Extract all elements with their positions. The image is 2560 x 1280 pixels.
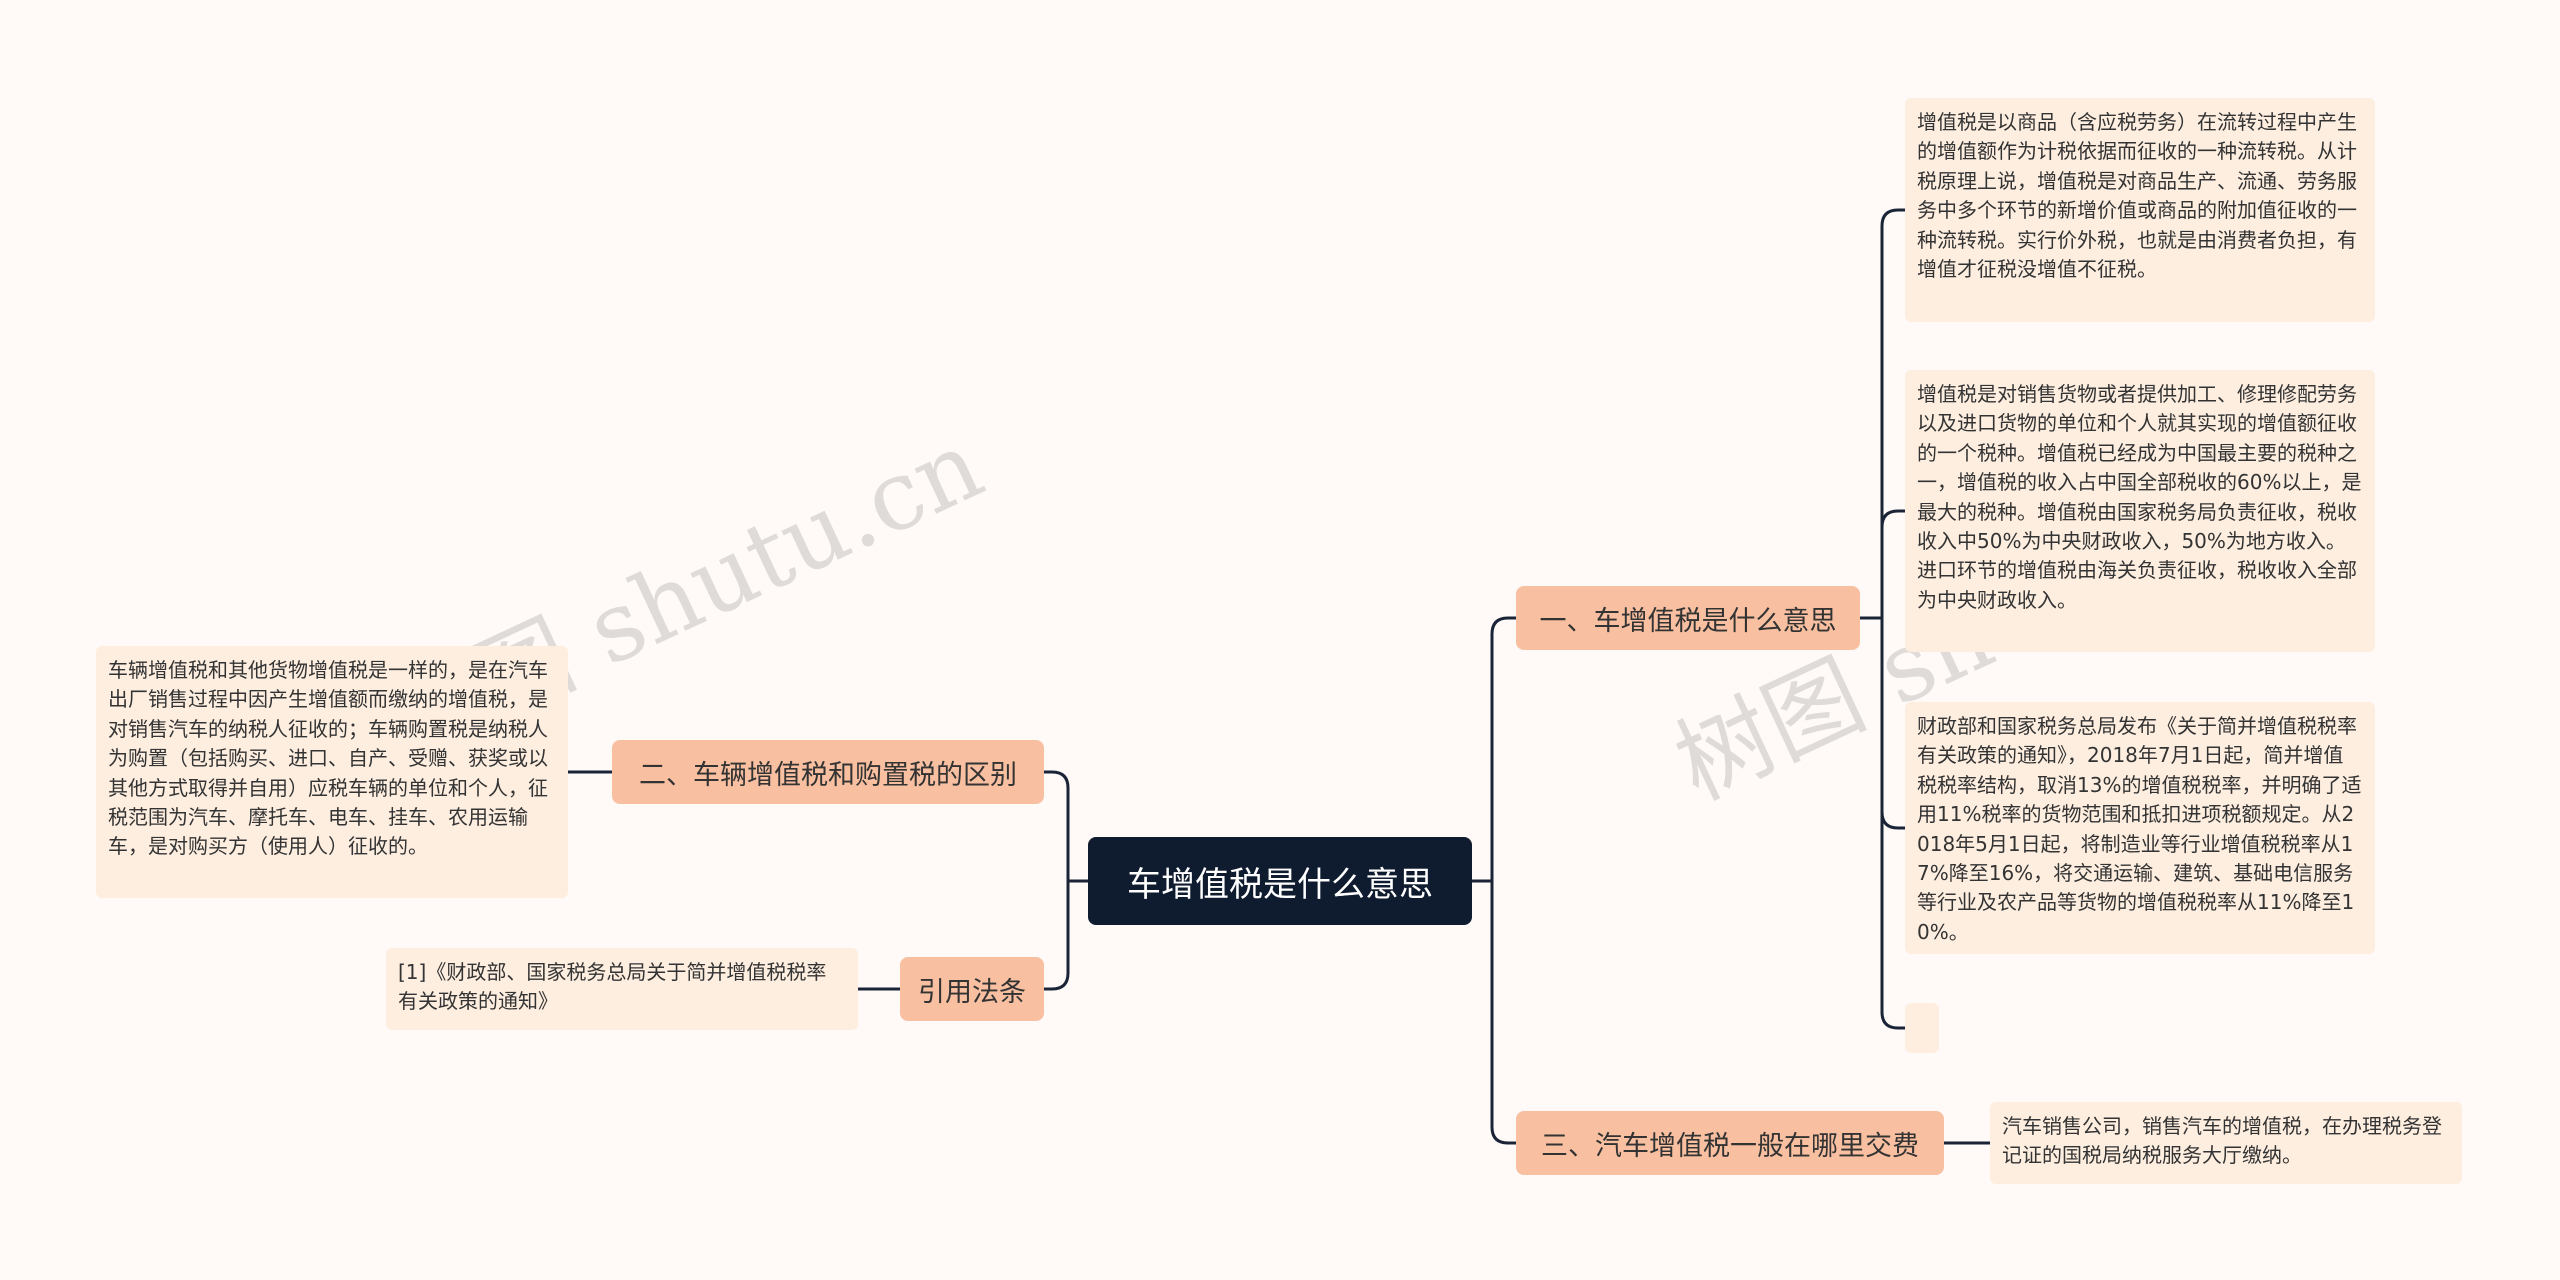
leaf-2[interactable]: 增值税是对销售货物或者提供加工、修理修配劳务以及进口货物的单位和个人就其实现的增… xyxy=(1905,370,2375,652)
leaf-6[interactable]: 车辆增值税和其他货物增值税是一样的，是在汽车出厂销售过程中因产生增值额而缴纳的增… xyxy=(96,646,568,898)
leaf-4[interactable] xyxy=(1905,1003,1939,1053)
root-topic[interactable]: 车增值税是什么意思 xyxy=(1088,837,1472,925)
connector-to-branch-4 xyxy=(1044,881,1070,991)
connector-to-branch-3 xyxy=(1490,881,1516,1145)
connector-to-leaf-4 xyxy=(1880,618,1905,1030)
branch-1[interactable]: 一、车增值税是什么意思 xyxy=(1516,586,1860,650)
connector-to-leaf-3 xyxy=(1880,618,1905,830)
connector-to-branch-2 xyxy=(1044,770,1070,881)
connector-to-leaf-2 xyxy=(1880,509,1905,618)
leaf-1[interactable]: 增值税是以商品（含应税劳务）在流转过程中产生的增值额作为计税依据而征收的一种流转… xyxy=(1905,98,2375,322)
branch-4[interactable]: 引用法条 xyxy=(900,957,1044,1021)
branch-3[interactable]: 三、汽车增值税一般在哪里交费 xyxy=(1516,1111,1944,1175)
leaf-3[interactable]: 财政部和国家税务总局发布《关于简并增值税税率有关政策的通知》，2018年7月1日… xyxy=(1905,702,2375,954)
leaf-7[interactable]: [1]《财政部、国家税务总局关于简并增值税税率有关政策的通知》 xyxy=(386,948,858,1030)
leaf-5[interactable]: 汽车销售公司，销售汽车的增值税，在办理税务登记证的国税局纳税服务大厅缴纳。 xyxy=(1990,1102,2462,1184)
branch-2[interactable]: 二、车辆增值税和购置税的区别 xyxy=(612,740,1044,804)
connector-to-branch-1 xyxy=(1490,616,1516,881)
connector-to-leaf-1 xyxy=(1880,208,1905,618)
